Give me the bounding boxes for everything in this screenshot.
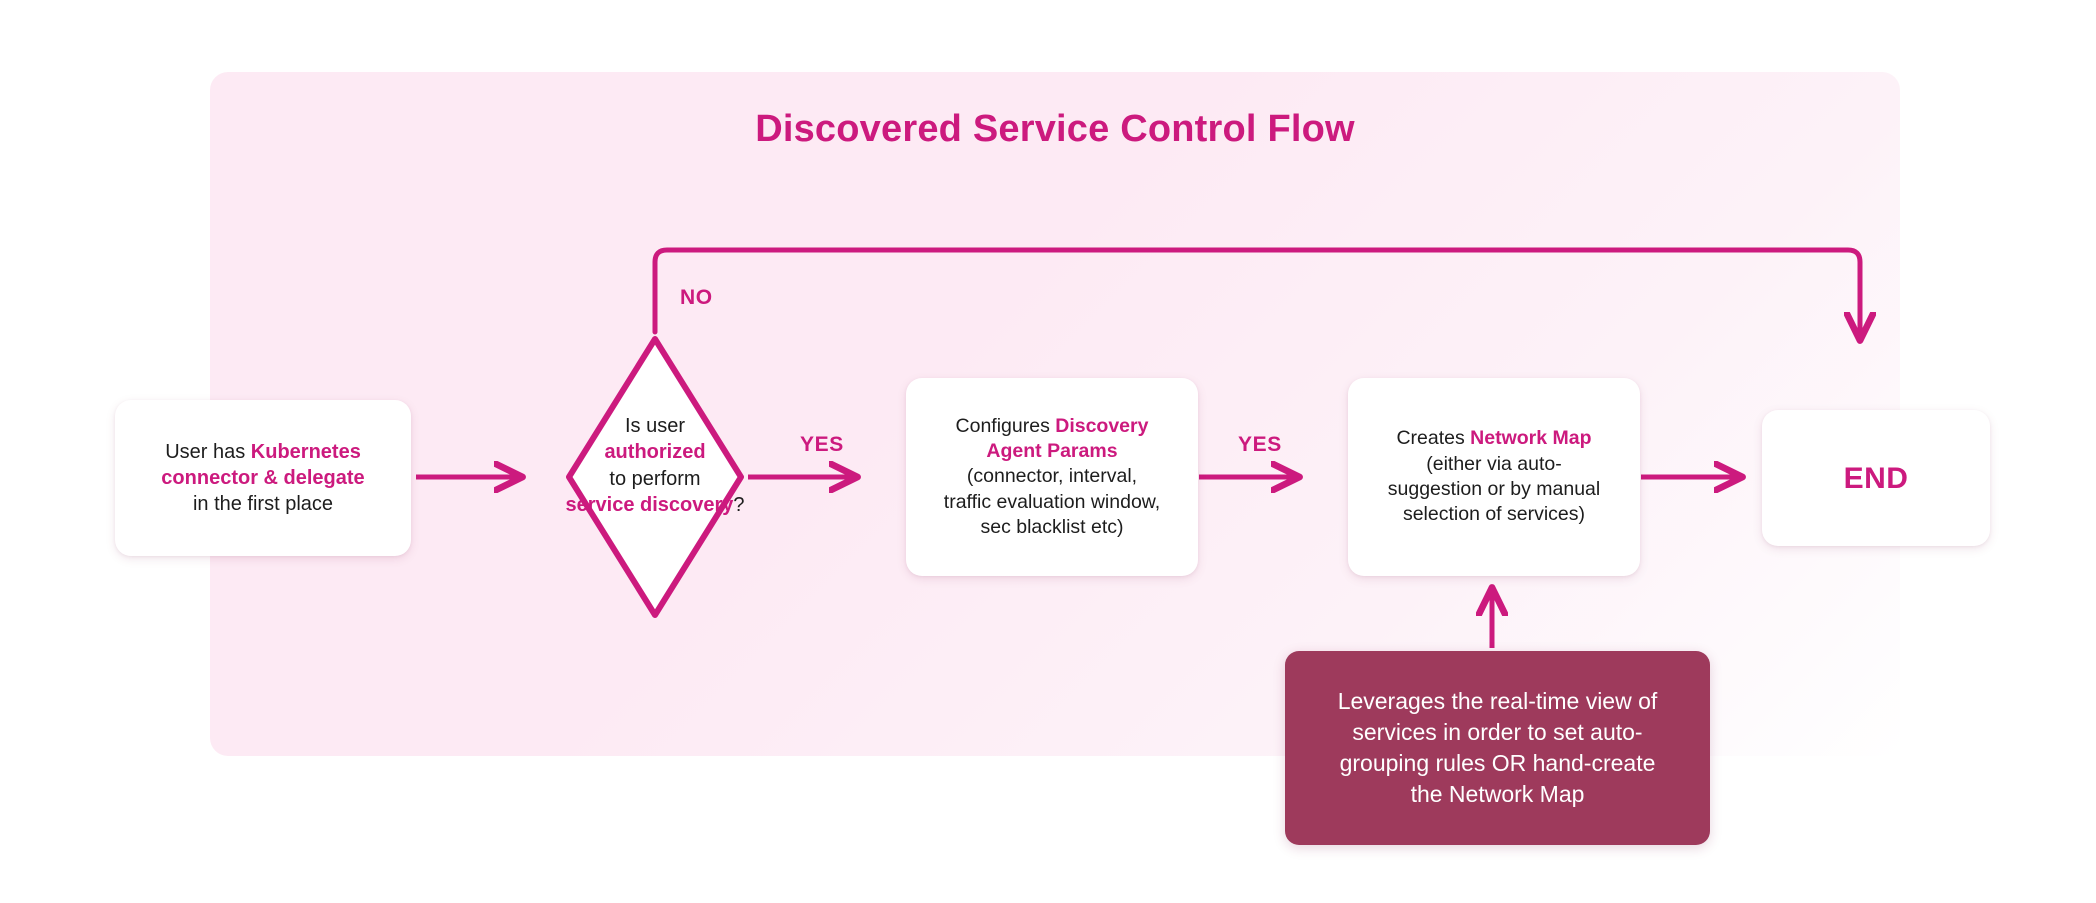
node-start-user-has-connector[interactable]: User has Kubernetes connector & delegate… — [115, 400, 411, 556]
node-creates-network-map[interactable]: Creates Network Map (either via auto- su… — [1348, 378, 1640, 576]
node-config-line1-plain: Configures — [955, 414, 1056, 437]
node-decision-label: Is user authorized to perform service di… — [547, 413, 763, 519]
node-configures-discovery-agent-params[interactable]: Configures Discovery Agent Params (conne… — [906, 378, 1198, 576]
edge-label-no: NO — [680, 286, 713, 309]
node-netmap-line1-highlight: Network Map — [1470, 427, 1592, 450]
edge-label-yes-config: YES — [1238, 433, 1282, 456]
node-annotation-leverages-realtime-view[interactable]: Leverages the real-time view of services… — [1285, 651, 1710, 845]
node-config-line5: sec blacklist etc) — [980, 516, 1124, 539]
node-config-line4: traffic evaluation window, — [943, 490, 1161, 513]
node-note-line1: Leverages the real-time view of — [1337, 688, 1658, 715]
node-config-line1-highlight: Discovery — [1055, 414, 1149, 437]
node-start-line1-highlight: Kubernetes — [250, 441, 361, 463]
node-decision-line1: Is user — [624, 415, 686, 437]
node-note-line3: grouping rules OR hand-create — [1339, 750, 1656, 776]
node-decision-line3: to perform — [609, 467, 701, 490]
node-netmap-line3: suggestion or by manual — [1387, 478, 1601, 500]
node-note-line4: the Network Map — [1410, 780, 1585, 807]
node-end-label: END — [1843, 461, 1909, 495]
node-config-line2-highlight: Agent Params — [986, 439, 1118, 462]
edge-label-yes-decision: YES — [800, 433, 844, 456]
node-config-line3: (connector, interval, — [966, 465, 1138, 488]
node-decision-line2-highlight: authorized — [604, 441, 706, 464]
page-title: Discovered Service Control Flow — [755, 108, 1355, 150]
decision-diamond-shape — [566, 336, 744, 618]
node-note-line2: services in order to set auto- — [1352, 719, 1643, 746]
node-end-terminator[interactable]: END — [1762, 410, 1990, 546]
node-decision-is-user-authorized[interactable]: Is user authorized to perform service di… — [565, 335, 745, 619]
node-start-line1-plain: User has — [165, 441, 251, 463]
node-start-line3: in the first place — [192, 493, 334, 515]
node-decision-line4-suffix: ? — [733, 494, 745, 517]
node-netmap-line2: (either via auto- — [1426, 452, 1562, 475]
node-start-line2-highlight: connector & delegate — [161, 467, 365, 489]
node-netmap-line4: selection of services) — [1402, 503, 1586, 526]
node-decision-line4-highlight: service discovery — [565, 494, 734, 517]
node-netmap-line1-plain: Creates — [1396, 427, 1471, 450]
